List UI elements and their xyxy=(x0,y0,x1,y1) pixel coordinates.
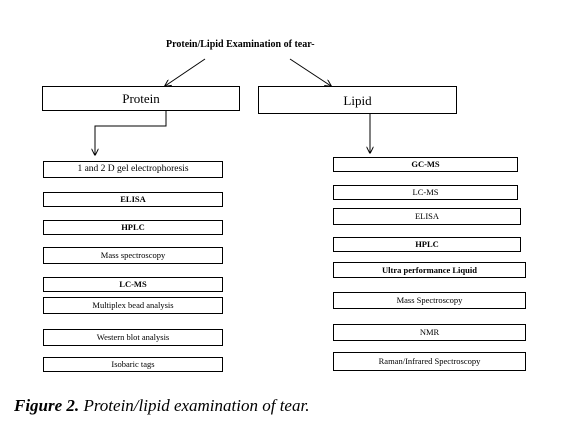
protein-item-multiplex-bead-analysis: Multiplex bead analysis xyxy=(43,297,223,314)
lipid-item-nmr: NMR xyxy=(333,324,526,341)
lipid-category-box: Lipid xyxy=(258,86,457,114)
figure-caption: Figure 2. Protein/lipid examination of t… xyxy=(14,396,309,416)
lipid-item-lc-ms: LC-MS xyxy=(333,185,518,200)
arrow-protein-to-items xyxy=(95,111,167,155)
lipid-item-elisa: ELISA xyxy=(333,208,521,225)
lipid-item-ultra-performance-liquid: Ultra performance Liquid xyxy=(333,262,526,278)
lipid-item-gc-ms: GC-MS xyxy=(333,157,518,172)
lipid-item-raman-infrared-spectroscopy: Raman/Infrared Spectroscopy xyxy=(333,352,526,371)
lipid-item-hplc: HPLC xyxy=(333,237,521,252)
figure-caption-label: Figure 2. xyxy=(14,396,80,415)
protein-category-box: Protein xyxy=(42,86,240,111)
arrow-root-to-protein xyxy=(165,58,206,86)
protein-item-isobaric-tags: Isobaric tags xyxy=(43,357,223,372)
protein-item-mass-spectroscopy: Mass spectroscopy xyxy=(43,247,223,264)
protein-item-hplc: HPLC xyxy=(43,220,223,235)
protein-item-elisa: ELISA xyxy=(43,192,223,207)
lipid-item-mass-spectroscopy: Mass Spectroscopy xyxy=(333,292,526,309)
arrow-root-to-lipid xyxy=(289,58,331,86)
protein-item-gel-electrophoresis: 1 and 2 D gel electrophoresis xyxy=(43,161,223,178)
figure-caption-text: Protein/lipid examination of tear. xyxy=(83,396,310,415)
protein-item-lc-ms: LC-MS xyxy=(43,277,223,292)
root-title: Protein/Lipid Examination of tear- xyxy=(166,39,315,50)
protein-item-western-blot-analysis: Western blot analysis xyxy=(43,329,223,346)
